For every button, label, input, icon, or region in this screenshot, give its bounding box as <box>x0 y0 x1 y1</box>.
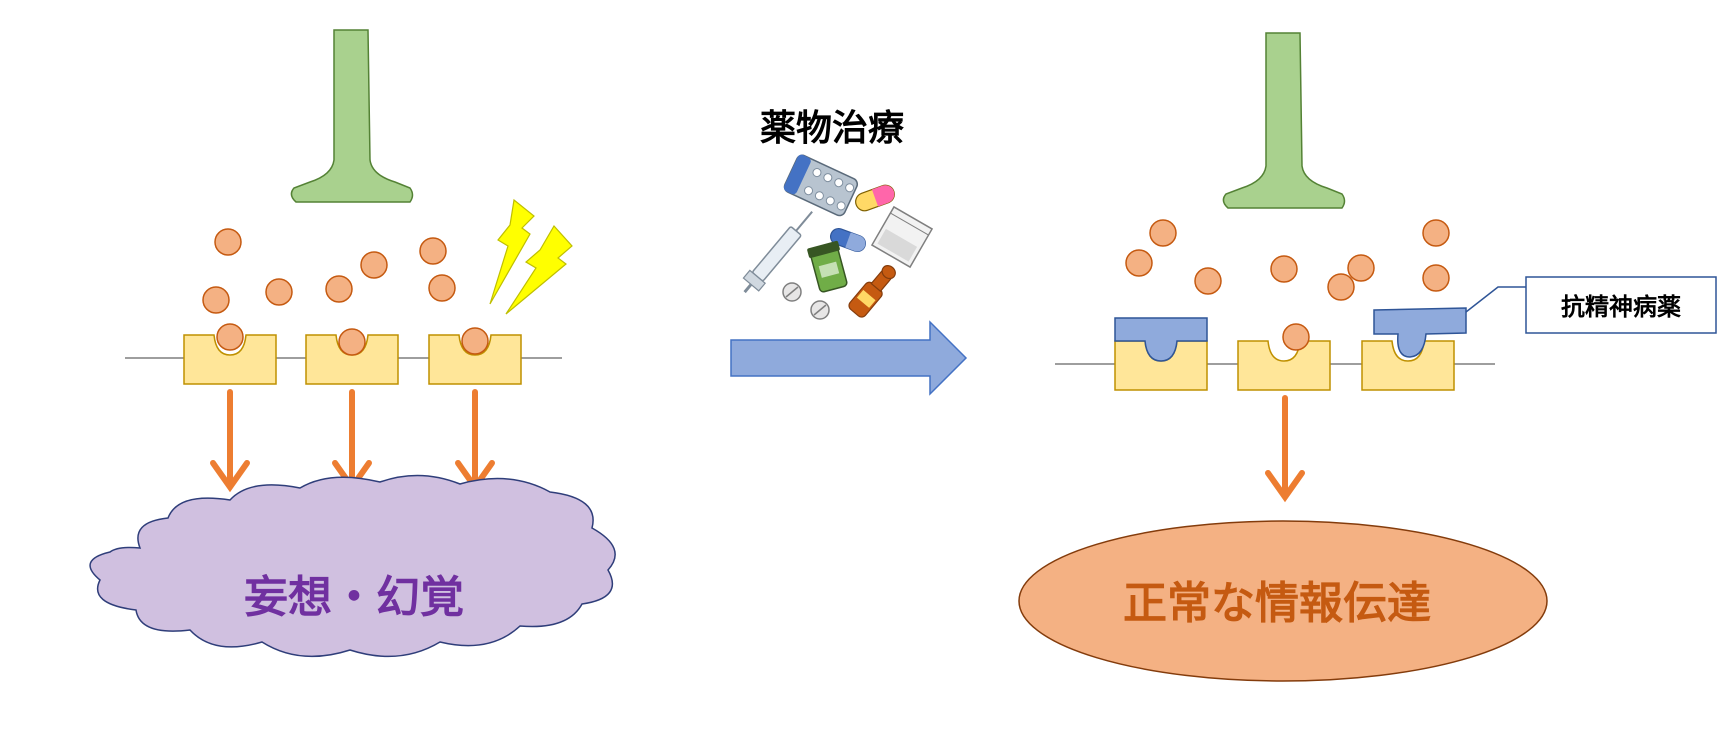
ampoule-icon <box>848 265 896 318</box>
outcome-label-left: 妄想・幻覚 <box>244 572 464 623</box>
powder-packet-icon <box>870 205 934 269</box>
outcome-ellipse <box>1018 520 1548 682</box>
neurotransmitter <box>202 286 230 314</box>
receptor <box>1237 340 1331 391</box>
lightning-icon <box>489 198 573 315</box>
presynaptic-neuron <box>1222 32 1346 209</box>
left-panel: 妄想・幻覚 <box>89 29 616 658</box>
antipsychotic-blocker <box>1373 307 1467 358</box>
neurotransmitter-bound <box>1282 323 1310 351</box>
medicine-bottle-icon <box>807 240 848 293</box>
neurotransmitter-bound <box>461 327 489 355</box>
neurotransmitter <box>360 251 388 279</box>
treatment-label: 薬物治療 <box>760 108 904 149</box>
receptor <box>183 334 277 385</box>
neurotransmitter <box>1327 273 1355 301</box>
neurotransmitter-bound <box>338 328 366 356</box>
blister-pack-icon <box>783 154 859 217</box>
receptor <box>428 334 522 385</box>
antipsychotic-blocker <box>1114 317 1208 362</box>
signal-arrows <box>1265 395 1305 503</box>
neurotransmitter <box>1422 219 1450 247</box>
drug-label-box <box>1525 276 1717 334</box>
neurotransmitter <box>325 275 353 303</box>
neurotransmitter <box>265 278 293 306</box>
neurotransmitter <box>1194 267 1222 295</box>
syringe-icon <box>742 211 813 294</box>
signal-arrowhead <box>1265 470 1305 503</box>
neurotransmitter <box>1270 255 1298 283</box>
presynaptic-neuron <box>290 29 414 203</box>
right-panel: 抗精神病薬 正常な情報伝達 <box>1018 32 1717 682</box>
signal-arrows <box>210 389 495 493</box>
signal-arrowhead <box>210 460 250 493</box>
transition-arrow <box>730 320 968 396</box>
neurotransmitter <box>1422 264 1450 292</box>
capsule-icon <box>855 184 895 212</box>
neurotransmitter <box>214 228 242 256</box>
neurotransmitter-group <box>202 228 489 356</box>
outcome-label-right: 正常な情報伝達 <box>1123 578 1431 629</box>
neurotransmitter-bound <box>216 323 244 351</box>
medicine-icons <box>742 154 934 320</box>
neurotransmitter <box>1125 249 1153 277</box>
tablet-icon <box>782 282 830 320</box>
neurotransmitter <box>428 274 456 302</box>
neurotransmitter-group <box>1125 219 1450 351</box>
neurotransmitter <box>419 237 447 265</box>
neurotransmitter <box>1347 254 1375 282</box>
callout-line <box>1465 286 1526 313</box>
treatment-section: 薬物治療 <box>730 108 968 396</box>
drug-label: 抗精神病薬 <box>1561 293 1681 321</box>
outcome-cloud <box>89 474 616 658</box>
capsule-blue-icon <box>830 227 866 253</box>
neurotransmitter <box>1149 219 1177 247</box>
